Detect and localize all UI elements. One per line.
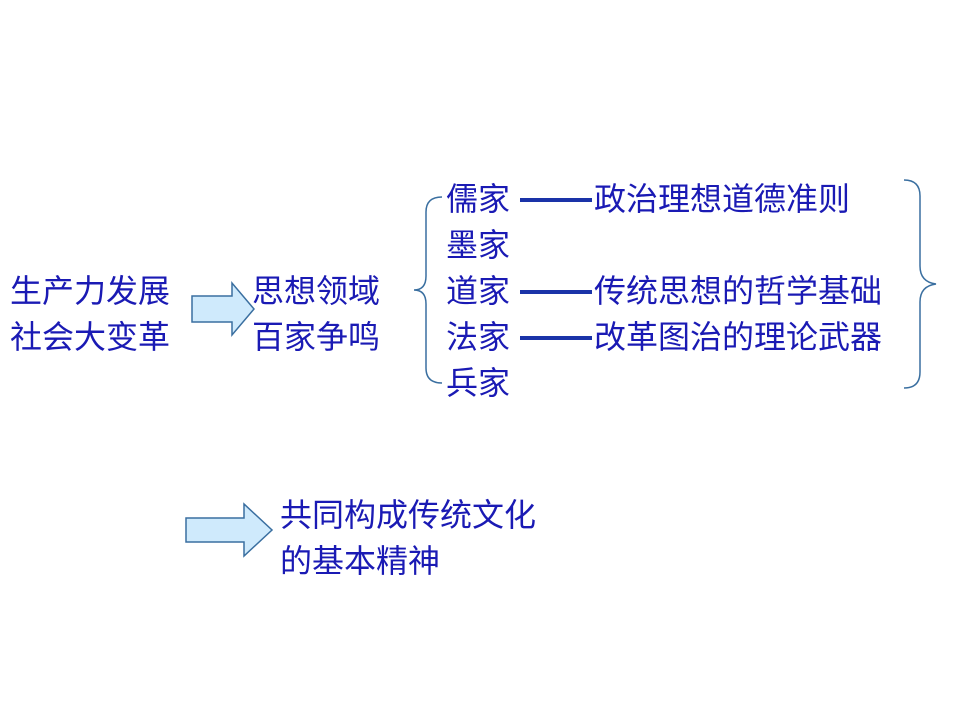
connector-line bbox=[520, 198, 592, 202]
effect-line-1: 思想领域 bbox=[252, 272, 381, 310]
conclusion-text: 共同构成传统文化 的基本精神 bbox=[280, 492, 536, 584]
conclusion-line-2: 的基本精神 bbox=[280, 542, 441, 580]
effect-text: 思想领域 百家争鸣 bbox=[252, 268, 380, 360]
cause-line-2: 社会大变革 bbox=[10, 318, 171, 356]
cause-line-1: 生产力发展 bbox=[10, 272, 171, 310]
school-name: 儒家 bbox=[446, 180, 511, 218]
school-name: 兵家 bbox=[446, 364, 511, 402]
connector-line bbox=[520, 290, 592, 294]
school-name: 道家 bbox=[446, 272, 511, 310]
connector-line bbox=[520, 336, 592, 340]
school-name: 法家 bbox=[446, 318, 511, 356]
school-role: 传统思想的哲学基础 bbox=[594, 272, 883, 310]
cause-text: 生产力发展 社会大变革 bbox=[10, 268, 170, 360]
conclusion-line-1: 共同构成传统文化 bbox=[280, 496, 537, 534]
schools-list: 儒家 墨家 道家 法家 兵家 bbox=[446, 176, 510, 406]
school-role: 改革图治的理论武器 bbox=[594, 318, 883, 356]
school-role: 政治理想道德准则 bbox=[594, 180, 851, 218]
school-name: 墨家 bbox=[446, 226, 511, 264]
effect-line-2: 百家争鸣 bbox=[252, 318, 381, 356]
